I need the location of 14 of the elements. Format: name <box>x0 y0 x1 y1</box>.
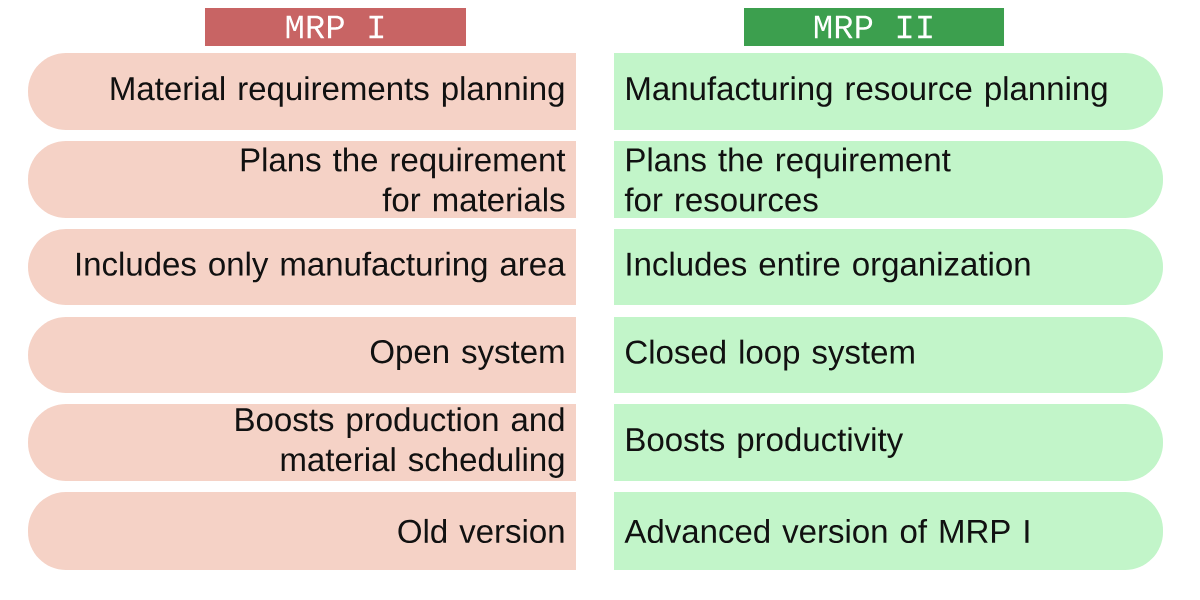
comparison-pill: Plans the requirement for materials <box>28 141 576 218</box>
comparison-pill: Advanced version of MRP I <box>614 492 1163 570</box>
comparison-pill: Plans the requirement for resources <box>614 141 1163 218</box>
comparison-pill: Manufacturing resource planning <box>614 53 1163 130</box>
comparison-pill: Includes entire organization <box>614 229 1163 305</box>
column-header: MRP II <box>744 8 1004 46</box>
comparison-pill: Boosts production and material scheduling <box>28 404 576 481</box>
column-header: MRP I <box>205 8 466 46</box>
comparison-pill: Open system <box>28 317 576 393</box>
comparison-pill: Material requirements planning <box>28 53 576 130</box>
comparison-pill: Closed loop system <box>614 317 1163 393</box>
comparison-pill: Boosts productivity <box>614 404 1163 481</box>
comparison-pill: Includes only manufacturing area <box>28 229 576 305</box>
comparison-pill: Old version <box>28 492 576 570</box>
